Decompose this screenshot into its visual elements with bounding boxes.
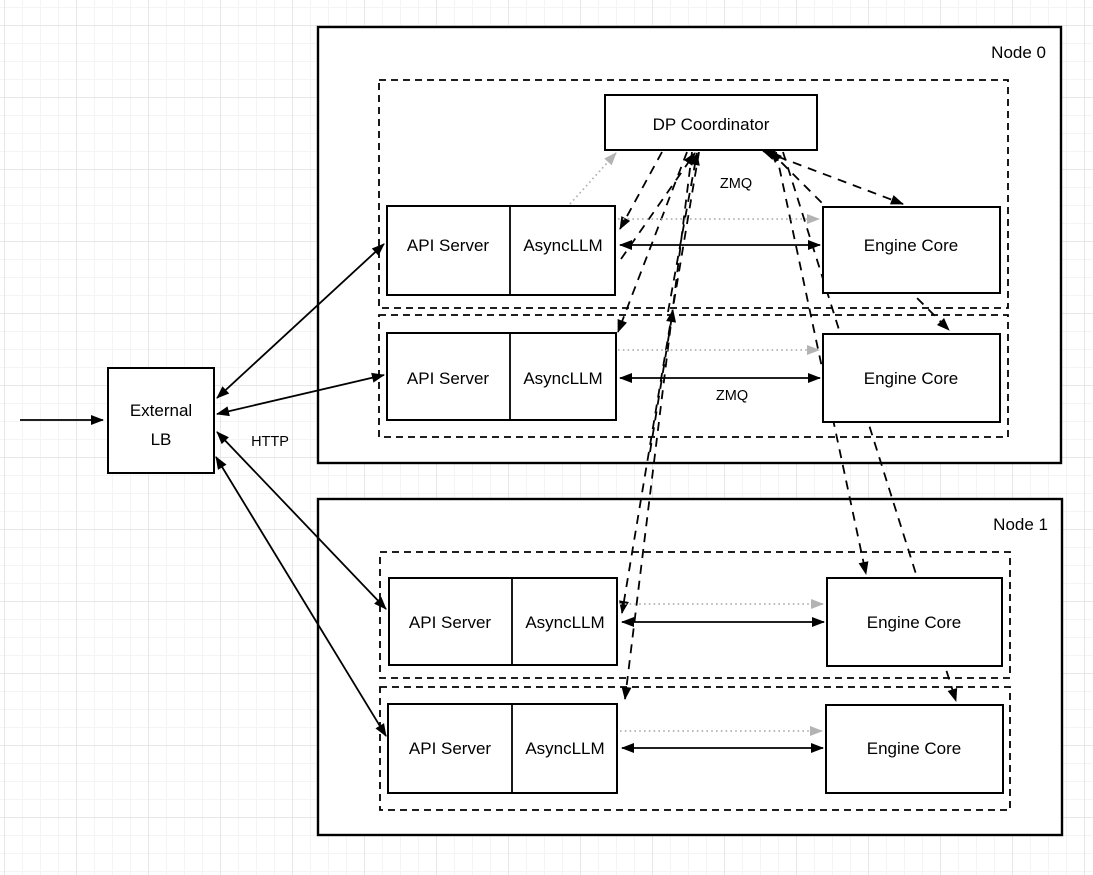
node0-label: Node 0 [991, 43, 1046, 62]
asyncllm-label-2: AsyncLLM [523, 369, 602, 388]
lb-apiserver4-arrow [215, 456, 387, 737]
engine-core-3: Engine Core [826, 577, 1003, 667]
engine-core-box-4 [825, 704, 1004, 794]
engine-core-box-2 [822, 333, 1001, 423]
node1-label: Node 1 [993, 515, 1048, 534]
asyncllm1-dp-dotted-link [569, 152, 617, 205]
dp-to-asyncllm4-link [621, 151, 693, 700]
engine-core-label-2: Engine Core [864, 369, 959, 388]
engine-core-2: Engine Core [822, 333, 1001, 423]
node1-rank1-container [379, 686, 1011, 811]
api-server-label-2: API Server [407, 369, 490, 388]
dp-to-asyncllm3-link [619, 151, 700, 614]
api-server-asyncllm-3: API Server AsyncLLM [388, 577, 618, 666]
dotted-links [569, 152, 824, 736]
engine-core-box-1 [822, 206, 1001, 294]
external-lb-box [107, 367, 215, 474]
zmq-label-coordinator: ZMQ [720, 176, 752, 192]
node1-rank0-container [379, 551, 1011, 679]
api-server-label-4: API Server [409, 739, 492, 758]
lb-apiserver2-arrow [216, 372, 385, 417]
zmq-label-row2: ZMQ [716, 388, 748, 404]
http-label: HTTP [251, 434, 289, 450]
engine-core-4: Engine Core [825, 704, 1004, 794]
solid-arrows [20, 240, 825, 753]
api-server-asyncllm-1: API Server AsyncLLM [386, 205, 616, 296]
asyncllm-label-4: AsyncLLM [525, 739, 604, 758]
api-asyncllm-box-1 [386, 205, 616, 296]
asyncllm-label-3: AsyncLLM [525, 613, 604, 632]
external-lb-label-line2: LB [151, 430, 172, 449]
engine-core-label-1: Engine Core [864, 236, 959, 255]
asyncllm-label-1: AsyncLLM [523, 236, 602, 255]
dp-enginecore3-link [775, 151, 869, 575]
engine-core-box-3 [826, 577, 1003, 667]
lb-apiserver1-arrow [216, 243, 385, 399]
external-lb-label-line1: External [130, 401, 192, 420]
api-server-asyncllm-4: API Server AsyncLLM [387, 703, 618, 794]
api-asyncllm-box-2 [386, 332, 617, 421]
node0-rank0-container [378, 79, 1009, 309]
dp-coordinator-box [604, 94, 818, 151]
dp-coordinator: DP Coordinator [604, 94, 818, 151]
engine-core-1: Engine Core [822, 206, 1001, 294]
api-server-label-1: API Server [407, 236, 490, 255]
api-asyncllm-box-3 [388, 577, 618, 666]
external-lb: External LB [107, 367, 215, 474]
dp-enginecore2-link [769, 150, 950, 331]
dp-coordinator-label: DP Coordinator [653, 115, 770, 134]
engine-core-label-3: Engine Core [867, 613, 962, 632]
api-server-asyncllm-2: API Server AsyncLLM [386, 332, 617, 421]
api-server-label-3: API Server [409, 613, 492, 632]
engine-core-label-4: Engine Core [867, 739, 962, 758]
api-asyncllm-box-4 [387, 703, 618, 794]
